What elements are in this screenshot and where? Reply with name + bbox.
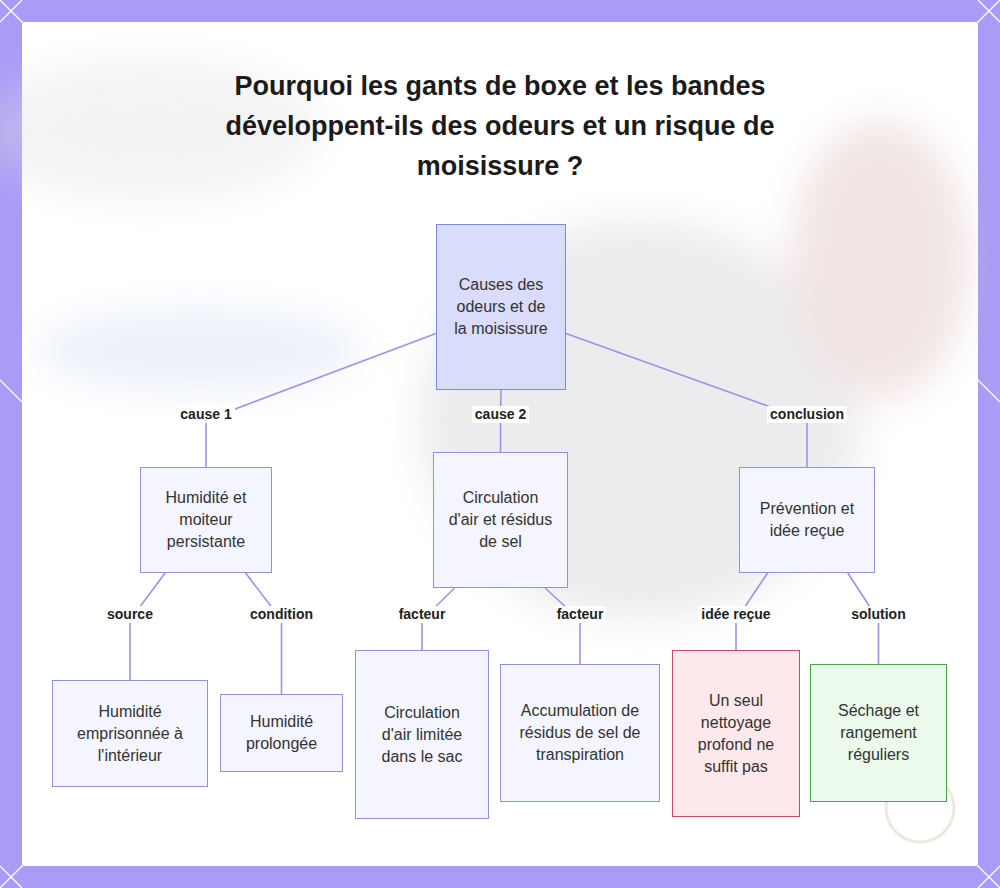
- background-photo: [0, 60, 970, 620]
- edge-label: cause 2: [472, 406, 529, 423]
- connector: [206, 334, 436, 467]
- edge-label: conclusion: [767, 406, 847, 423]
- edge-label: solution: [848, 606, 908, 623]
- detail-box: Circulation d'air limitée dans le sac: [355, 650, 489, 819]
- detail-box: Humidité prolongée: [220, 694, 343, 772]
- root-box: Causes des odeurs et de la moisissure: [436, 224, 566, 390]
- node-label: Circulation d'air limitée dans le sac: [368, 702, 476, 768]
- edge-label: facteur: [554, 606, 607, 623]
- edge-label: idée reçue: [698, 606, 773, 623]
- node-label: Circulation d'air et résidus de sel: [446, 487, 555, 553]
- node-label: Humidité emprisonnée à l'intérieur: [65, 701, 195, 767]
- solution-box: Séchage et rangement réguliers: [810, 664, 947, 802]
- node-label: Humidité et moiteur persistante: [153, 487, 259, 553]
- detail-box: Accumulation de résidus de sel de transp…: [500, 664, 660, 802]
- connector: [545, 588, 580, 664]
- node-label: Humidité prolongée: [233, 711, 330, 755]
- node-label: Un seul nettoyage profond ne suffit pas: [685, 690, 787, 778]
- edge-label: source: [104, 606, 156, 623]
- category-box: Circulation d'air et résidus de sel: [433, 452, 568, 588]
- edge-label: cause 1: [177, 406, 234, 423]
- misconception-box: Un seul nettoyage profond ne suffit pas: [672, 650, 800, 817]
- diagram-title: Pourquoi les gants de boxe et les bandes…: [190, 66, 810, 186]
- detail-box: Humidité emprisonnée à l'intérieur: [52, 680, 208, 787]
- edge-label: condition: [247, 606, 316, 623]
- connector: [246, 573, 282, 694]
- node-label: Causes des odeurs et de la moisissure: [449, 274, 553, 340]
- connector: [130, 573, 165, 680]
- edge-label: facteur: [396, 606, 449, 623]
- category-box: Humidité et moiteur persistante: [140, 467, 272, 573]
- connector: [566, 334, 807, 467]
- node-label: Séchage et rangement réguliers: [823, 700, 934, 766]
- category-box: Prévention et idée reçue: [739, 467, 875, 573]
- node-label: Prévention et idée reçue: [752, 498, 862, 542]
- node-label: Accumulation de résidus de sel de transp…: [513, 700, 647, 766]
